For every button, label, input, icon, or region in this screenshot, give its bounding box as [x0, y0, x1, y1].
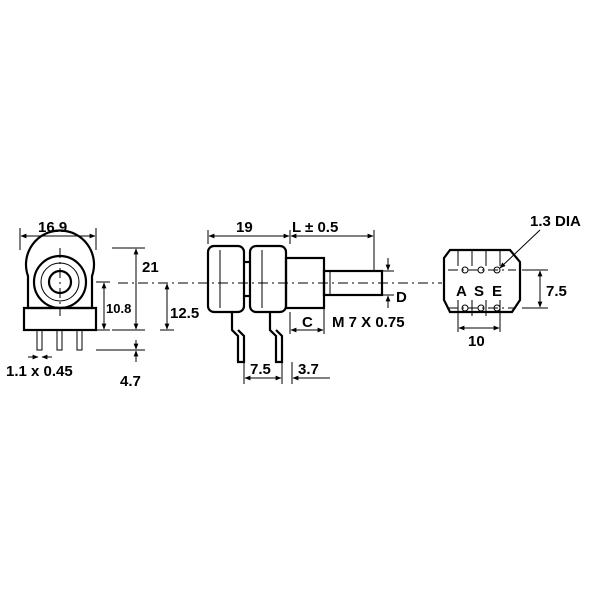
pcb-pin-e-label: E: [492, 283, 502, 300]
pin-spacing-label: 7.5: [250, 361, 271, 378]
bushing-label: C: [302, 314, 313, 331]
hole-leader: [499, 229, 541, 269]
pcb-hole: [477, 304, 485, 312]
pin-length-label: 4.7: [120, 373, 141, 390]
pcb-hole: [493, 304, 501, 312]
overall-height-label: 21: [142, 259, 159, 276]
front-width-label: 16.9: [38, 219, 67, 236]
shaft-length-label: L ± 0.5: [292, 219, 338, 236]
front-view: 16.9 10.8 1.1 x 0.45: [6, 219, 131, 380]
pcb-width-label: 10: [468, 333, 485, 350]
front-pin: [76, 329, 83, 351]
row-spacing-label: 7.5: [546, 283, 567, 300]
pcb-holes-top: [461, 266, 501, 274]
side-body-front-section: [206, 244, 246, 314]
pcb-pin-s-label: S: [474, 283, 484, 300]
pcb-holes-bottom: [461, 304, 501, 312]
overall-dimensions: 21 12.5 4.7: [96, 247, 199, 390]
shaft-center-label: 12.5: [170, 305, 199, 322]
thread-label: M 7 X 0.75: [332, 314, 405, 331]
front-pin: [56, 329, 63, 351]
pcb-view: A S E 1.3 DIA 7.5 10: [442, 213, 581, 350]
front-pin-label: 1.1 x 0.45: [6, 363, 73, 380]
hole-dia-label: 1.3 DIA: [530, 213, 581, 230]
pcb-hole: [461, 304, 469, 312]
pcb-hole: [493, 266, 501, 274]
front-pin: [36, 329, 43, 351]
side-terminal-left: [230, 312, 246, 364]
body-length-label: 19: [236, 219, 253, 236]
side-view: 19 L ± 0.5 D C M 7 X 0.75 7.5 3.7: [206, 219, 407, 384]
pcb-pin-a-label: A: [456, 283, 467, 300]
front-body-outline: [24, 229, 96, 310]
side-body-rear-section: [248, 244, 288, 314]
side-terminal-right: [268, 312, 284, 364]
side-shaft: [322, 269, 384, 297]
pcb-hole: [477, 266, 485, 274]
pcb-outline: [442, 248, 522, 314]
front-height-label: 10.8: [106, 301, 131, 316]
front-pins: [36, 329, 83, 351]
bracket-label: 3.7: [298, 361, 319, 378]
pcb-hole: [461, 266, 469, 274]
shaft-dia-label: D: [396, 289, 407, 306]
